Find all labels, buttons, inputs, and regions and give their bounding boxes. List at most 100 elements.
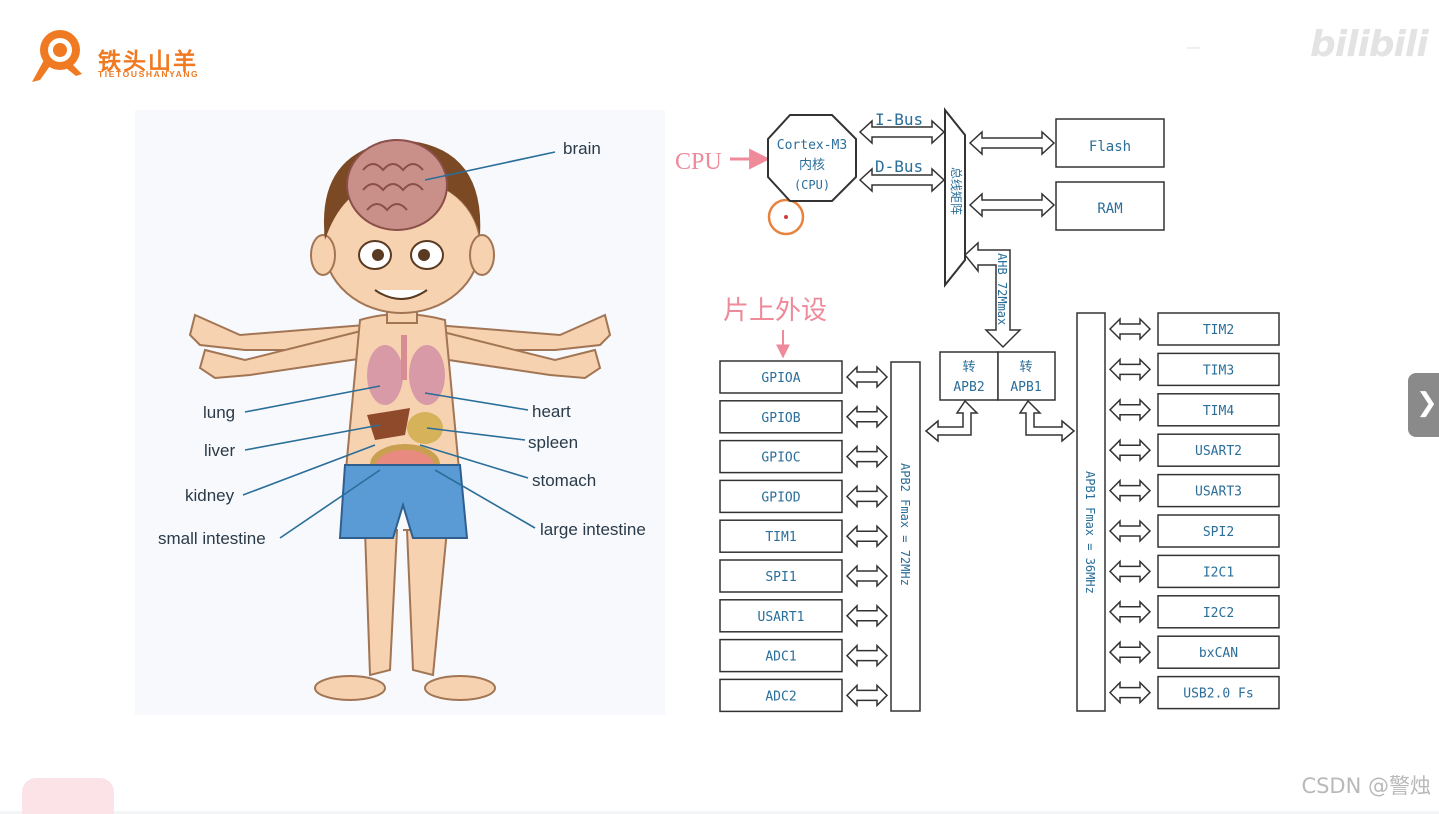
apb2-bridge-label-top: 转 — [962, 360, 975, 375]
apb1-block-tim3 — [1157, 352, 1280, 387]
cursor-indicator — [767, 198, 805, 236]
apb1-block-spi2 — [1157, 514, 1280, 548]
apb2-arrow-usart1 — [845, 603, 889, 628]
apb1-arrow-usart2 — [1108, 438, 1152, 463]
label-spleen: spleen — [528, 433, 578, 452]
apb1-bridge-label-top: 转 — [1019, 360, 1032, 375]
apb1-arrow-spi2 — [1108, 519, 1152, 543]
chevron-right-icon: ❯ — [1416, 388, 1438, 418]
flash-block — [1055, 118, 1165, 168]
cortex-m3-core — [767, 114, 857, 202]
cpu-annotation: CPU — [675, 149, 722, 175]
apb2-bridge — [939, 351, 999, 401]
ahb-label: AHB 72Mmax — [995, 253, 1009, 325]
apb1-block-usart3 — [1157, 473, 1280, 508]
label-liver: liver — [204, 441, 236, 460]
decorative-corner — [22, 778, 114, 814]
apb1-arrow-tim2 — [1108, 317, 1152, 341]
architecture-diagram: CPU Cortex-M3 内核 (CPU) I-Bus D-Bus 总线矩阵 … — [675, 107, 1280, 713]
ram-block — [1055, 181, 1165, 231]
label-small-intestine: small intestine — [158, 529, 266, 548]
apb1-connector-arrow — [1018, 399, 1076, 443]
apb1-label-i2c1: I2C1 — [1203, 565, 1234, 580]
apb2-label-gpioc: GPIOC — [761, 451, 800, 466]
apb1-label-i2c2: I2C2 — [1203, 606, 1234, 621]
apb1-block-tim4 — [1157, 393, 1280, 427]
brand-subtitle: TIETOUSHANYANG — [98, 69, 200, 79]
apb1-bridge — [997, 351, 1056, 401]
apb2-label-gpiob: GPIOB — [761, 411, 800, 426]
apb2-block-tim1 — [719, 519, 843, 553]
apb1-label-usart3: USART3 — [1195, 485, 1242, 500]
apb1-label-tim2: TIM2 — [1203, 323, 1234, 338]
label-heart: heart — [532, 402, 571, 421]
label-kidney: kidney — [185, 486, 235, 505]
bus-matrix-label: 总线矩阵 — [949, 167, 963, 215]
apb2-bridge-label: APB2 — [953, 380, 984, 395]
csdn-watermark: CSDN @警烛 — [1301, 774, 1431, 798]
apb1-label-bxcan: bxCAN — [1199, 646, 1238, 661]
apb1-arrow-i2c1 — [1108, 559, 1152, 584]
apb2-arrow-gpiod — [845, 484, 889, 509]
apb1-arrow-tim3 — [1108, 357, 1152, 382]
brand-logo: 铁头山羊 TIETOUSHANYANG — [30, 24, 250, 90]
apb1-arrow-bxcan — [1108, 640, 1152, 665]
apb2-block-gpiob — [719, 400, 843, 434]
apb1-bridge-label: APB1 — [1010, 380, 1041, 395]
apb2-block-gpioc — [719, 439, 843, 474]
apb1-block-i2c2 — [1157, 595, 1280, 629]
core-cpu: (CPU) — [794, 178, 830, 192]
apb1-block-tim2 — [1157, 312, 1280, 346]
ahb-bus-arrow — [963, 241, 1022, 349]
apb2-arrow-gpiob — [845, 404, 889, 429]
apb1-label-tim4: TIM4 — [1203, 404, 1234, 419]
apb1-arrow-usart3 — [1108, 478, 1152, 503]
label-large-intestine: large intestine — [540, 520, 646, 539]
apb1-peripheral-list: TIM2TIM3TIM4USART2USART3SPI2I2C1I2C2bxCA… — [1108, 312, 1280, 710]
bilibili-watermark: bilibili — [1310, 24, 1429, 65]
apb2-connector-arrow — [924, 399, 979, 443]
apb1-arrow-tim4 — [1108, 397, 1152, 422]
apb2-label-adc1: ADC1 — [765, 650, 796, 665]
apb2-arrow-gpioc — [845, 444, 889, 469]
dbus-label: D-Bus — [875, 157, 923, 176]
apb1-label-tim3: TIM3 — [1203, 363, 1234, 378]
apb1-block-bxcan — [1157, 635, 1280, 669]
apb2-bus — [890, 361, 921, 712]
apb1-bus — [1076, 312, 1106, 712]
label-brain: brain — [563, 139, 601, 158]
apb2-arrow-adc2 — [845, 683, 889, 708]
apb2-block-usart1 — [719, 599, 843, 633]
platform-watermark: — bilibili — [1186, 24, 1429, 74]
apb2-block-adc2 — [719, 678, 843, 713]
anatomy-illustration: brain lung heart liver spleen kidney sto… — [135, 110, 665, 715]
apb2-label-tim1: TIM1 — [765, 530, 796, 545]
apb1-label-spi2: SPI2 — [1203, 525, 1234, 540]
apb2-block-gpiod — [719, 479, 843, 514]
apb1-arrow-i2c2 — [1108, 599, 1152, 624]
peripherals-annotation: 片上外设 — [723, 296, 827, 326]
core-label: 内核 — [799, 157, 825, 173]
apb1-block-usb2-0-fs — [1157, 675, 1280, 710]
apb2-label-gpioa: GPIOA — [761, 371, 800, 386]
apb2-arrow-gpioa — [845, 365, 889, 389]
ram-label: RAM — [1097, 201, 1122, 217]
apb2-label-gpiod: GPIOD — [761, 490, 800, 505]
label-lung: lung — [203, 403, 235, 422]
apb2-label-spi1: SPI1 — [765, 570, 796, 585]
next-slide-button[interactable]: ❯ — [1408, 373, 1439, 437]
apb2-block-adc1 — [719, 638, 843, 673]
label-stomach: stomach — [532, 471, 596, 490]
watermark-text: — — [1186, 38, 1203, 56]
ibus-label: I-Bus — [875, 110, 923, 129]
apb2-peripheral-list: GPIOA GPIOB GPIOC GPIOD TIM1SPI1USART1ADC1AD… — [719, 360, 889, 713]
apb2-label-adc2: ADC2 — [765, 689, 796, 704]
apb2-label-usart1: USART1 — [758, 610, 805, 625]
bus-matrix — [944, 107, 966, 288]
apb1-block-i2c1 — [1157, 554, 1280, 589]
apb2-arrow-adc1 — [845, 643, 889, 668]
core-name: Cortex-M3 — [777, 138, 847, 153]
apb2-arrow-spi1 — [845, 564, 889, 588]
apb1-block-usart2 — [1157, 433, 1280, 467]
